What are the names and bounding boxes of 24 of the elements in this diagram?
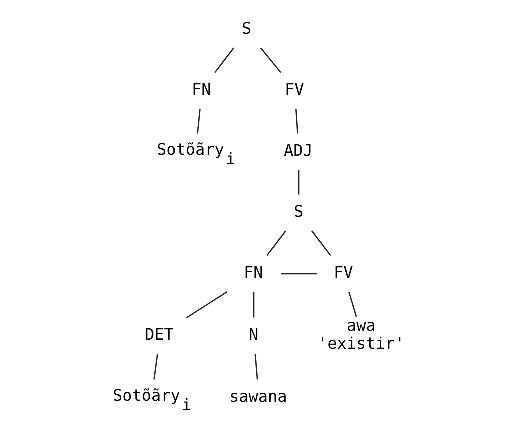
connector: [214, 48, 234, 74]
node-text: DET: [144, 324, 174, 344]
connector: [280, 273, 316, 275]
node-text: FV: [284, 80, 304, 99]
node-text: N: [248, 324, 258, 344]
node-text: FN: [244, 262, 263, 282]
node-text: FN: [192, 80, 211, 99]
connector: [196, 109, 200, 134]
connector: [298, 170, 300, 195]
node-text: awa 'existir': [318, 316, 404, 353]
node-text: S: [294, 202, 304, 221]
connector: [266, 230, 286, 256]
connector: [153, 354, 158, 380]
connector: [348, 292, 357, 318]
connector: [295, 109, 298, 134]
connector: [260, 48, 281, 74]
node-text: S: [242, 18, 252, 38]
connector: [252, 292, 254, 318]
node-text: sawana: [229, 386, 287, 406]
node-text: FV: [334, 262, 353, 282]
connector: [311, 230, 331, 256]
connector: [186, 291, 228, 318]
node-text: ADJ: [284, 140, 312, 160]
connector: [254, 354, 258, 380]
